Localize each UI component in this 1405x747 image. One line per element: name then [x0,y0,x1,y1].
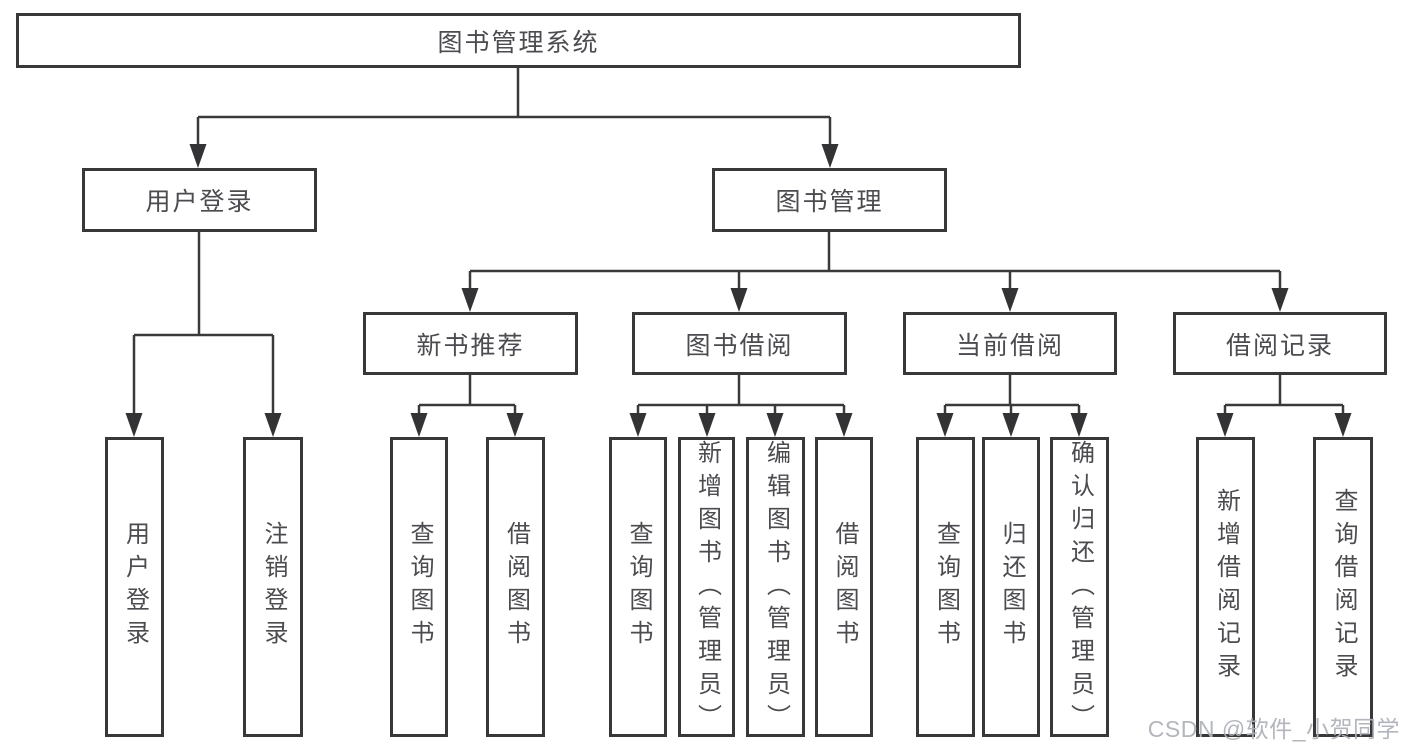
node-label: 当前借阅 [955,331,1064,360]
leaf-label: 查询借阅记录 [1330,488,1357,686]
connector-bookborrow-to-leaves [636,375,846,417]
arrow-down-icon [506,413,524,437]
leaf-label: 归还图书 [998,521,1025,653]
arrowheads [125,144,1352,437]
leaf-query-books-borrowing: 查询图书 [609,437,667,737]
arrow-down-icon [936,413,954,437]
connector-bookmgmt-to-level3 [468,232,1282,292]
leaf-user-login: 用户登录 [105,437,164,737]
arrow-down-icon [821,144,839,168]
arrow-down-icon [410,413,428,437]
arrow-down-icon [1334,413,1352,437]
leaf-add-borrow-record: 新增借阅记录 [1196,437,1255,737]
leaf-label: 新增借阅记录 [1212,488,1240,686]
arrow-down-icon [1216,413,1234,437]
node-current-borrowing: 当前借阅 [903,312,1117,375]
leaf-label: 借阅图书 [502,521,530,653]
node-book-management: 图书管理 [712,168,947,232]
node-new-book-recommend: 新书推荐 [363,312,578,375]
arrow-down-icon [1001,288,1019,312]
leaf-label: 查询图书 [625,521,652,653]
arrow-down-icon [461,288,479,312]
leaf-edit-books-admin: 编辑图书（管理员） [746,437,805,737]
leaf-query-books-current: 查询图书 [916,437,975,737]
leaf-label: 新增图书（管理员） [693,440,721,737]
leaf-label: 借阅图书 [831,521,858,653]
leaf-confirm-return-admin: 确认归还（管理员） [1050,437,1109,737]
node-label: 用户登录 [145,188,254,216]
arrow-down-icon [698,413,716,437]
node-borrowing-records: 借阅记录 [1173,312,1387,375]
leaf-borrow-books-borrowing: 借阅图书 [815,437,873,737]
leaf-label: 查询图书 [406,521,433,653]
connector-currentborrow-to-leaves [943,375,1081,417]
node-label: 图书借阅 [685,331,794,360]
node-root-system: 图书管理系统 [16,13,1021,68]
node-label: 图书管理系统 [437,28,600,57]
node-book-borrowing: 图书借阅 [632,312,847,375]
leaf-label: 查询图书 [932,521,960,653]
node-label: 新书推荐 [416,331,525,360]
connector-userlogin-to-leaves [132,232,275,417]
leaf-add-books-admin: 新增图书（管理员） [678,437,735,737]
arrow-down-icon [1271,288,1289,312]
arrow-down-icon [730,288,748,312]
node-user-login: 用户登录 [82,168,317,232]
node-label: 图书管理 [775,188,884,216]
leaf-return-books: 归还图书 [982,437,1040,737]
leaf-logout: 注销登录 [243,437,303,737]
arrow-down-icon [1002,413,1020,437]
arrow-down-icon [125,413,143,437]
leaf-label: 确认归还（管理员） [1066,440,1094,737]
connector-newbookrec-to-leaves [417,375,517,417]
arrow-down-icon [1070,413,1088,437]
leaf-query-books-recommend: 查询图书 [390,437,448,737]
arrow-down-icon [766,413,784,437]
csdn-watermark: CSDN @软件_小贺同学 [1147,716,1400,742]
arrow-down-icon [264,413,282,437]
leaf-borrow-books-recommend: 借阅图书 [486,437,545,737]
node-label: 借阅记录 [1225,331,1334,360]
arrow-down-icon [629,413,647,437]
leaf-query-borrow-record: 查询借阅记录 [1313,437,1373,737]
leaf-label: 用户登录 [121,521,149,653]
arrow-down-icon [189,144,207,168]
leaf-label: 注销登录 [260,521,287,653]
connector-borrowrecords-to-leaves [1223,375,1345,417]
arrow-down-icon [835,413,853,437]
leaf-label: 编辑图书（管理员） [762,440,790,737]
connector-root-to-level2 [196,68,832,148]
